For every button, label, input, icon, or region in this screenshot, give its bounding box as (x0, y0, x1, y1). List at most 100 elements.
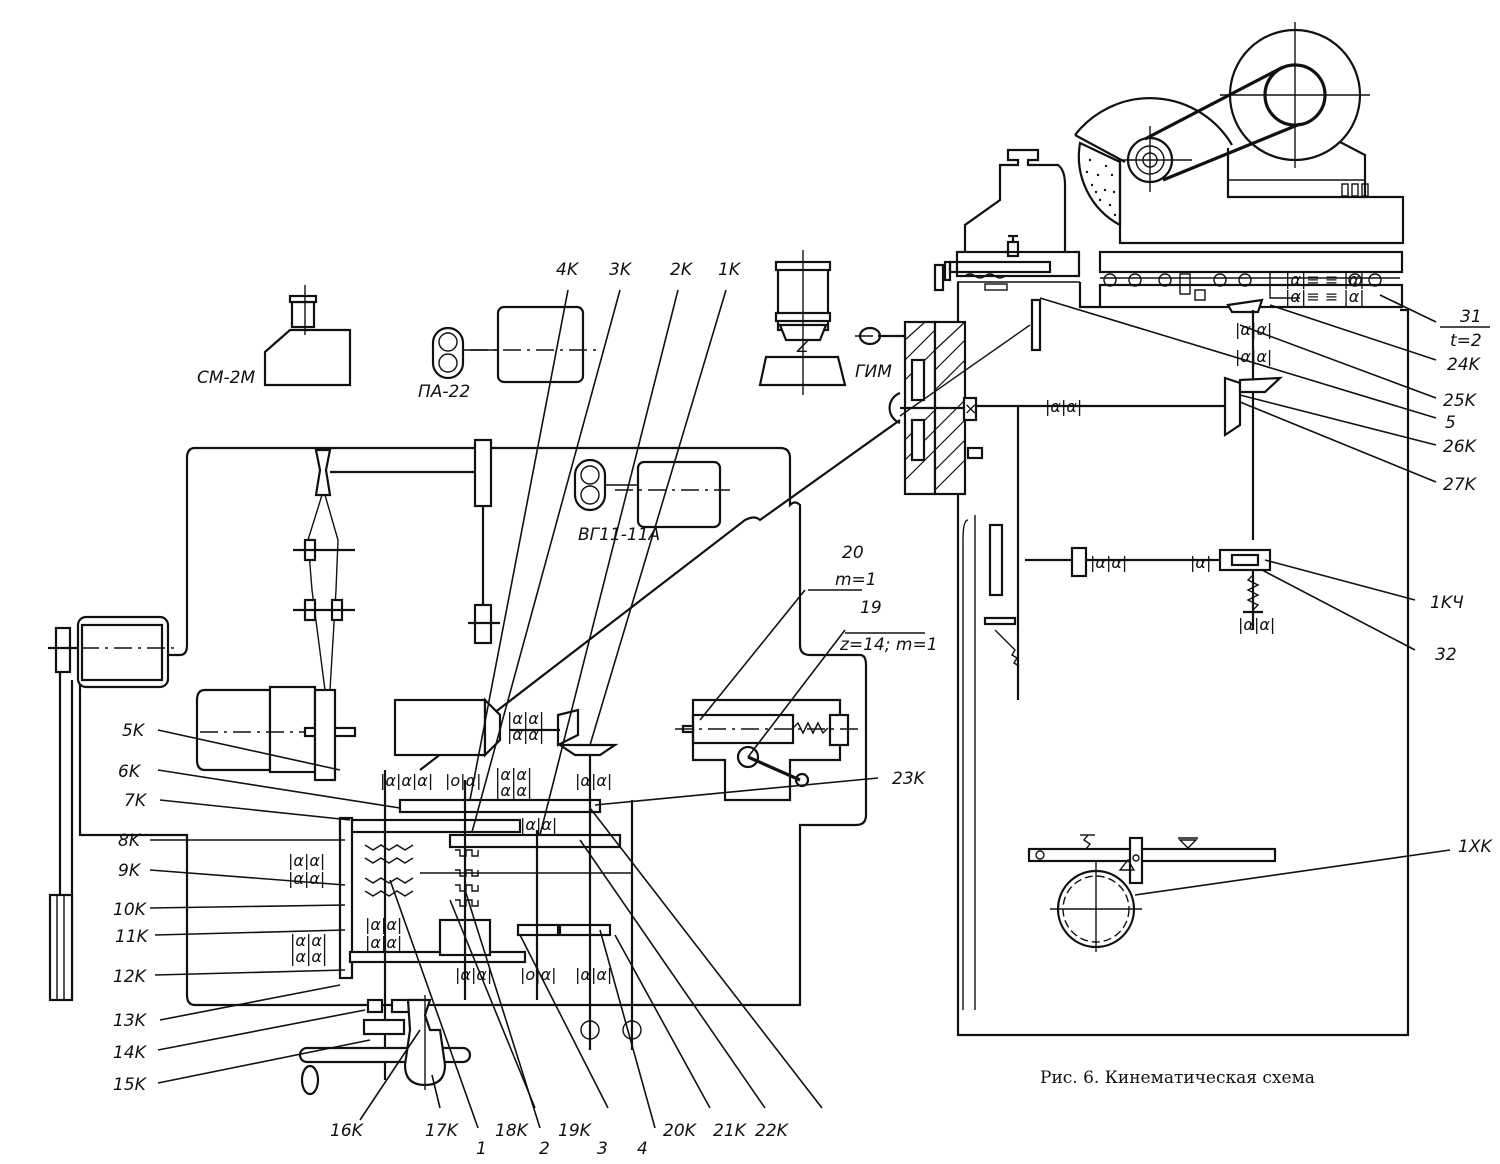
label-9k: 9K (118, 861, 142, 881)
top-part-labels: 4K 3K 2K 1K (556, 260, 742, 280)
link-cable (419, 419, 901, 771)
grinding-head-assembly (1074, 22, 1405, 245)
label-14k: 14K (113, 1043, 148, 1063)
svg-text:|α|α|: |α|α| (575, 965, 612, 984)
svg-text:|α|α|: |α|α| (575, 771, 612, 790)
label-31: 31 (1460, 307, 1482, 327)
svg-text:|α|α|: |α|α| (1238, 615, 1275, 634)
label-vg11: ВГ11-11А (578, 525, 660, 545)
label-1kch: 1KЧ (1430, 593, 1464, 613)
label-31-spec: t=2 (1450, 331, 1482, 351)
svg-text:|α|α|: |α|α| (290, 931, 327, 950)
label-32: 32 (1435, 645, 1457, 665)
equipment-labels: СМ-2М ПА-22 ВГ11-11А ГИМ Z (197, 337, 892, 545)
label-6k: 6K (118, 762, 142, 782)
label-11k: 11K (115, 927, 150, 947)
svg-text:|α|α|: |α|α| (1090, 553, 1127, 572)
label-2: 2 (539, 1139, 550, 1159)
svg-text:|o|α|: |o|α| (445, 771, 482, 790)
label-18k: 18K (495, 1121, 530, 1141)
label-1k: 1K (718, 260, 742, 280)
svg-text:|α|α|: |α|α| (288, 869, 325, 888)
bearing-group: |α|α| |α|α| |α| |α|α| |α|α| |α|α| (1045, 320, 1275, 634)
svg-text:|α|: |α| (1190, 553, 1211, 572)
label-pa22: ПА-22 (418, 382, 470, 402)
svg-text:|α|α|: |α|α| (290, 947, 327, 966)
label-10k: 10K (113, 900, 148, 920)
label-5k: 5K (122, 721, 146, 741)
label-20: 20 (842, 543, 864, 563)
svg-text:|α|α|: |α|α| (520, 815, 557, 834)
table-slide: |α|≡ ≡ |α| |α|≡ ≡ |α| (1098, 250, 1404, 314)
label-26k: 26K (1443, 437, 1478, 457)
label-20k: 20K (663, 1121, 698, 1141)
label-16k: 16K (330, 1121, 365, 1141)
label-25k: 25K (1443, 391, 1478, 411)
gim-dividing-head: × (855, 320, 984, 496)
center-part-labels: 20 m=1 19 z=14; m=1 23K (835, 543, 938, 789)
label-4k: 4K (556, 260, 580, 280)
svg-text:|α|α|: |α|α| (365, 933, 402, 952)
label-17k: 17K (425, 1121, 460, 1141)
label-27k: 27K (1443, 475, 1478, 495)
svg-text:|α|α|: |α|α| (288, 851, 325, 870)
z-spindle-unit (758, 250, 847, 395)
bottom-part-labels: 16K 17K 1 18K 2 19K 3 4 20K 21K 22K (330, 1121, 790, 1159)
label-gim: ГИМ (855, 362, 892, 382)
label-19k: 19K (558, 1121, 593, 1141)
svg-text:|α|α|: |α|α| (507, 709, 544, 728)
label-24k: 24K (1447, 355, 1482, 375)
gear-rack-icon (1341, 183, 1369, 197)
label-13k: 13K (113, 1011, 148, 1031)
label-3k: 3K (609, 260, 633, 280)
label-2k: 2K (670, 260, 694, 280)
svg-text:|α|α|: |α|α| (455, 965, 492, 984)
label-4: 4 (637, 1139, 648, 1159)
label-22k: 22K (755, 1121, 790, 1141)
tool-holder-stand (933, 148, 1081, 292)
control-cabinet (78, 446, 868, 1007)
label-21k: 21K (713, 1121, 748, 1141)
label-12k: 12K (113, 967, 148, 987)
main-motor (48, 615, 180, 1002)
label-7k: 7K (124, 791, 148, 811)
label-8k: 8K (118, 831, 142, 851)
label-19: 19 (860, 598, 882, 618)
label-23k: 23K (892, 769, 927, 789)
machine-column (956, 282, 1410, 1037)
sm2m-unit (263, 285, 352, 387)
leader-lines (149, 289, 1490, 1129)
figure-caption: Рис. 6. Кинематическая схема (1040, 1068, 1315, 1088)
pa22-pump-motor (431, 305, 600, 384)
label-1: 1 (476, 1139, 487, 1159)
label-20-spec: m=1 (835, 570, 877, 590)
label-19-spec: z=14; m=1 (839, 635, 938, 655)
handwheel (298, 995, 472, 1096)
svg-text:|o|α|: |o|α| (520, 965, 557, 984)
svg-text:×: × (964, 399, 977, 418)
feed-shafts (962, 310, 1283, 1010)
label-5: 5 (1445, 413, 1456, 433)
belt-drive (293, 438, 500, 691)
vg11-pump-motor (573, 458, 730, 529)
label-1xk: 1XK (1458, 837, 1493, 857)
svg-text:|α|α|: |α|α| (507, 725, 544, 744)
left-part-labels: 5K 6K 7K 8K 9K 10K 11K 12K 13K 14K 15K (113, 721, 150, 1095)
label-sm2m: СМ-2М (197, 368, 255, 388)
svg-text:|α|α|: |α|α| (365, 915, 402, 934)
svg-text:|α|α|: |α|α| (1045, 397, 1082, 416)
svg-text:|α|α|: |α|α| (1235, 347, 1272, 366)
svg-text:|α|≡ ≡ |α|: |α|≡ ≡ |α| (1285, 270, 1365, 289)
hydraulic-cylinder (675, 698, 860, 802)
right-part-labels: 31 t=2 24K 25K 5 26K 27K 1KЧ 32 1XK (1430, 307, 1493, 857)
cam-lever-mechanism (1027, 834, 1277, 952)
label-z: Z (796, 337, 809, 357)
svg-text:|α|α|α|: |α|α|α| (380, 771, 433, 790)
label-3: 3 (597, 1139, 608, 1159)
svg-text:|α|α|: |α|α| (495, 781, 532, 800)
spindle-housing (195, 685, 502, 782)
svg-text:|α|α|: |α|α| (495, 765, 532, 784)
svg-text:|α|≡ ≡ |α|: |α|≡ ≡ |α| (1285, 287, 1365, 306)
label-15k: 15K (113, 1075, 148, 1095)
